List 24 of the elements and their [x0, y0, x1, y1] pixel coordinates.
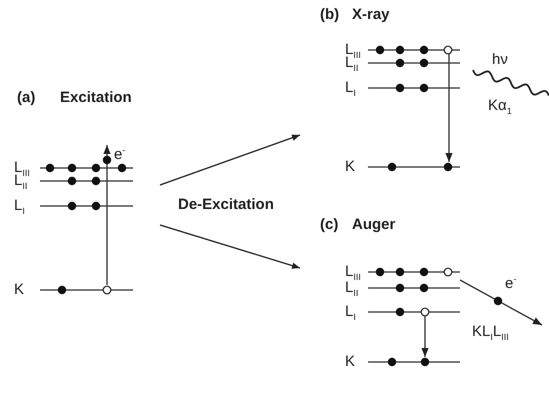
photon-label: hν — [492, 52, 508, 68]
panel-title: Excitation — [60, 89, 132, 106]
panel-title: X-ray — [352, 6, 390, 23]
electron-label: e$^{-}$ — [114, 147, 126, 163]
arrow — [160, 134, 300, 186]
level-label: K — [345, 159, 356, 175]
arrow — [160, 224, 300, 269]
panel-letter: (b) — [320, 6, 340, 23]
panel-letter: (c) — [320, 216, 338, 233]
level-label: L$_{III}$ — [345, 42, 361, 58]
line-label: Kα$_{1}$ — [488, 98, 512, 114]
level-label: L$_{III}$ — [14, 160, 30, 176]
process-label: De-Excitation — [178, 197, 274, 213]
level-label: K — [14, 282, 24, 298]
level-label: L$_{I}$ — [14, 198, 25, 214]
panel-letter: (a) — [17, 89, 36, 106]
panel-title: Auger — [352, 216, 396, 233]
level-label: L$_{III}$ — [345, 264, 361, 280]
electron-label: e$^{-}$ — [505, 276, 516, 292]
transition-label: KL$_{I}$L$_{III}$ — [472, 324, 509, 340]
level-label: L$_{I}$ — [345, 80, 356, 96]
level-label: L$_{II}$ — [345, 280, 358, 296]
level-label: K — [345, 354, 356, 370]
level-label: L$_{I}$ — [345, 304, 356, 320]
